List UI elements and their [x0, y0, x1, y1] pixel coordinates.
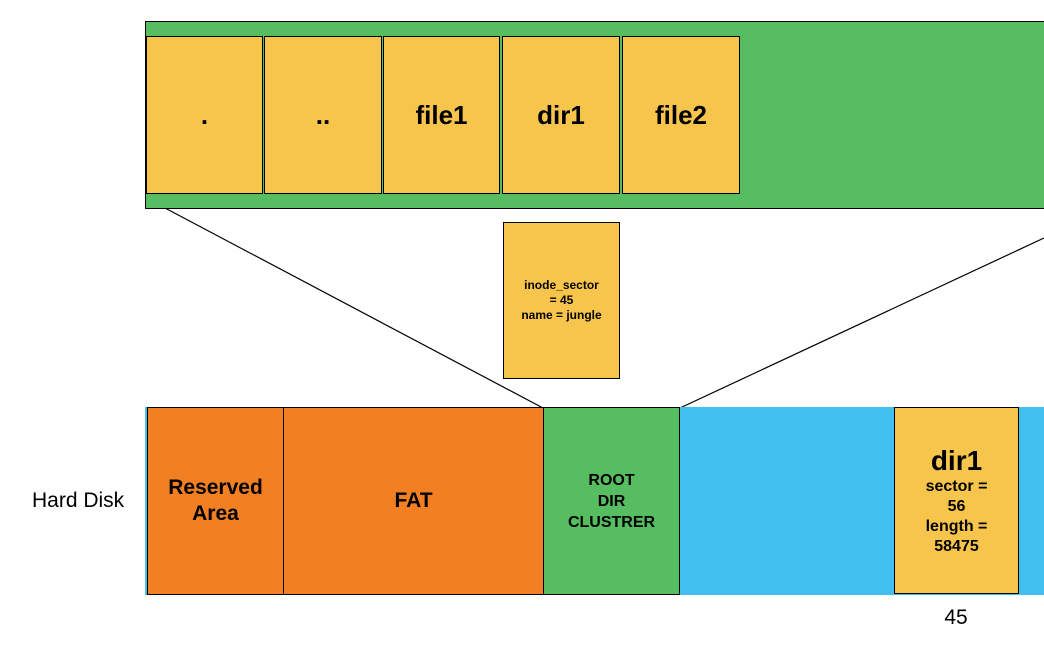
dir-entry-dot: .	[146, 36, 263, 194]
root-label-line3: CLUSTRER	[567, 513, 656, 531]
disk-dir1-cluster: dir1 sector = 56 length = 58475	[894, 407, 1019, 594]
disk-reserved-area: Reserved Area	[147, 407, 284, 595]
dir1-length-value: 58475	[934, 537, 979, 555]
dir1-length-label: length =	[925, 517, 988, 535]
dir-entry-label: file2	[654, 99, 708, 130]
detail-name: name = jungle	[521, 308, 602, 322]
dir1-sector-label: sector =	[925, 477, 988, 495]
reserved-label-line1: Reserved	[168, 476, 263, 499]
detail-inode-sector: inode_sector	[524, 278, 599, 292]
connector-line-right	[679, 237, 1044, 409]
dir1-title: dir1	[930, 444, 983, 476]
dir-entry-file1: file1	[383, 36, 500, 194]
fat-label: FAT	[394, 489, 433, 512]
dir-entry-label: ..	[315, 99, 331, 130]
dir-entry-label: .	[200, 99, 209, 130]
root-label-line1: ROOT	[588, 471, 635, 489]
dir-entry-detail: inode_sector = 45 name = jungle	[503, 222, 620, 379]
hard-disk-label: Hard Disk	[32, 489, 125, 512]
disk-fat: FAT	[283, 407, 544, 595]
dir-entry-label: file1	[415, 99, 468, 130]
root-label-line2: DIR	[597, 492, 626, 510]
connector-line-left	[164, 207, 544, 409]
dir-entry-dotdot: ..	[264, 36, 382, 194]
reserved-label-line2: Area	[192, 502, 239, 525]
sector-number-label: 45	[944, 606, 968, 629]
detail-inode-value: = 45	[549, 293, 574, 307]
disk-root-dir-cluster: ROOT DIR CLUSTRER	[543, 407, 680, 595]
dir-entry-file2: file2	[622, 36, 740, 194]
dir1-sector-value: 56	[947, 497, 966, 515]
dir-entry-label: dir1	[537, 99, 585, 130]
dir-entry-dir1: dir1	[502, 36, 620, 194]
